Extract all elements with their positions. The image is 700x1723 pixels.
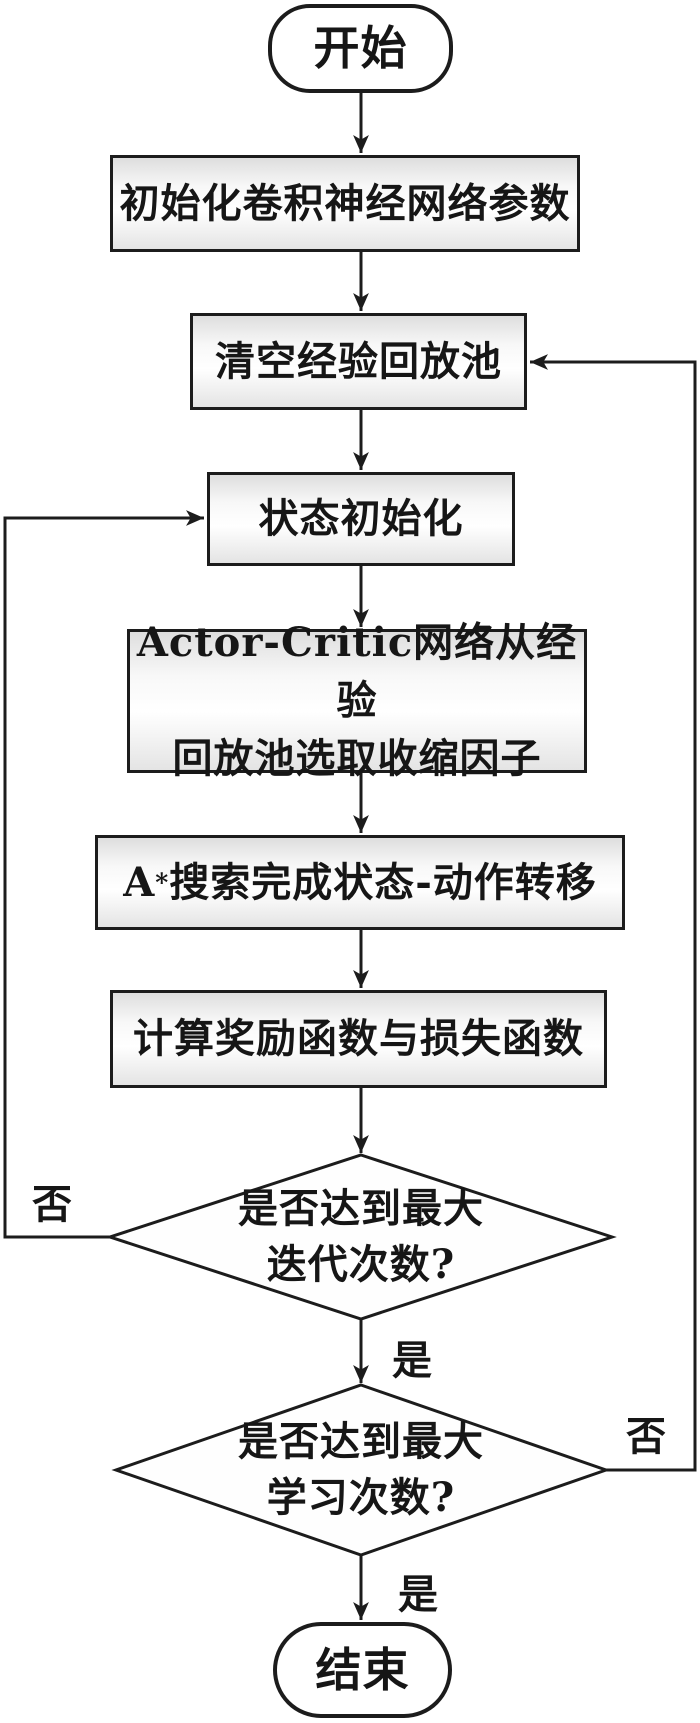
decision-max-iterations-line2: 迭代次数? <box>266 1241 456 1288</box>
process-astar-rest: 搜索完成状态-动作转移 <box>169 858 597 906</box>
edge-itercheck-no-loop <box>3 510 204 1239</box>
process-actor-critic-line1: Actor-Critic网络从经验 <box>136 619 578 724</box>
process-init-cnn-params-label: 初始化卷积神经网络参数 <box>119 179 571 227</box>
decision-max-learning-line1: 是否达到最大 <box>238 1418 484 1465</box>
decision-max-iterations: 是否达到最大 迭代次数? <box>180 1168 542 1306</box>
decision-max-learning-line2: 学习次数? <box>266 1474 456 1521</box>
edge-label-learn-no: 否 <box>626 1413 666 1460</box>
process-actor-critic-line2: 回放池选取收缩因子 <box>172 735 542 782</box>
edge-label-iter-yes: 是 <box>392 1337 432 1384</box>
process-reward-loss-label: 计算奖励函数与损失函数 <box>133 1015 584 1062</box>
edge-label-iter-no: 否 <box>32 1181 72 1228</box>
start-terminal: 开始 <box>268 4 453 93</box>
process-reward-loss: 计算奖励函数与损失函数 <box>110 990 607 1088</box>
process-clear-replay-pool-label: 清空经验回放池 <box>215 337 502 385</box>
process-astar-base: A <box>123 858 156 906</box>
end-label: 结束 <box>315 1642 410 1697</box>
decision-max-learning-shape <box>111 1383 611 1557</box>
decision-max-iterations-shape <box>105 1153 617 1321</box>
edge-learncheck-no-loop <box>530 354 697 1472</box>
decision-max-learning: 是否达到最大 学习次数? <box>180 1400 542 1540</box>
process-state-init: 状态初始化 <box>207 472 515 566</box>
process-init-cnn-params: 初始化卷积神经网络参数 <box>110 155 580 252</box>
process-astar-transfer: A*搜索完成状态-动作转移 <box>95 835 625 930</box>
decision-max-iterations-line1: 是否达到最大 <box>238 1185 484 1232</box>
process-state-init-label: 状态初始化 <box>258 495 464 542</box>
edge-label-learn-yes: 是 <box>398 1571 438 1618</box>
start-label: 开始 <box>313 21 408 76</box>
process-actor-critic-select: Actor-Critic网络从经验 回放池选取收缩因子 <box>127 619 587 782</box>
process-clear-replay-pool: 清空经验回放池 <box>190 313 527 410</box>
end-terminal: 结束 <box>273 1622 452 1718</box>
